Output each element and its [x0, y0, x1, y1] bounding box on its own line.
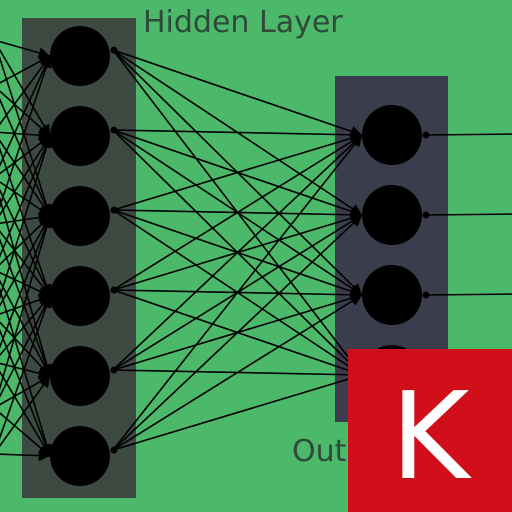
hidden-node — [50, 346, 110, 406]
input-connection — [0, 412, 51, 457]
input-connection — [0, 97, 51, 217]
input-connection — [0, 370, 51, 457]
hidden-output-connection — [112, 134, 363, 451]
output-node — [362, 105, 422, 165]
output-node-port — [422, 131, 430, 139]
input-connection — [0, 287, 53, 457]
hidden-output-connection — [112, 372, 363, 451]
output-node-port — [422, 291, 430, 299]
hidden-output-connection — [112, 134, 363, 291]
input-connection — [0, 139, 51, 217]
input-connection — [0, 188, 51, 297]
input-connection — [0, 295, 51, 398]
input-connection — [0, 56, 52, 217]
logo-letter: K — [391, 368, 473, 507]
hidden-node-port — [110, 46, 118, 54]
input-connection — [0, 215, 53, 391]
hidden-node — [50, 426, 110, 486]
input-connection — [0, 271, 51, 297]
input-connection — [0, 328, 52, 457]
input-connection — [0, 230, 51, 297]
keras-logo-icon: K — [348, 349, 512, 512]
hidden-node — [50, 186, 110, 246]
hidden-node — [50, 106, 110, 166]
input-connection — [0, 181, 51, 217]
output-connection — [424, 213, 512, 216]
hidden-node — [50, 26, 110, 86]
input-connection — [0, 279, 51, 377]
hidden-output-connection — [112, 49, 363, 137]
input-connection — [0, 196, 53, 377]
input-connection — [0, 450, 51, 462]
input-connection — [0, 55, 51, 126]
hidden-output-connection — [112, 134, 363, 371]
hidden-output-connection — [112, 129, 363, 141]
output-connection — [424, 133, 512, 136]
hidden-output-connection — [112, 214, 363, 451]
output-node-port — [422, 211, 430, 219]
input-connection — [0, 321, 51, 377]
output-node — [362, 265, 422, 325]
hidden-node — [50, 266, 110, 326]
input-connection — [0, 237, 52, 377]
hidden-node-port — [110, 126, 118, 134]
input-connection — [0, 129, 51, 141]
hidden-node-port — [110, 286, 118, 294]
hidden-output-connection — [112, 294, 363, 451]
hidden-output-connection — [112, 132, 363, 211]
input-connection — [0, 147, 52, 297]
connections — [0, 40, 512, 462]
output-connection — [424, 293, 512, 296]
input-connection — [0, 90, 51, 137]
input-connection — [0, 48, 51, 137]
hidden-node-port — [110, 446, 118, 454]
output-node — [362, 185, 422, 245]
input-connection — [0, 40, 51, 59]
hidden-layer-label: Hidden Layer — [143, 5, 343, 40]
hidden-node-port — [110, 206, 118, 214]
hidden-node-port — [110, 366, 118, 374]
input-connection — [0, 295, 52, 440]
input-connection — [0, 375, 51, 448]
logo-background — [348, 349, 512, 512]
output-layer-label: Out — [292, 434, 347, 469]
hidden-layer-panel — [22, 18, 136, 498]
input-connection — [0, 362, 51, 379]
